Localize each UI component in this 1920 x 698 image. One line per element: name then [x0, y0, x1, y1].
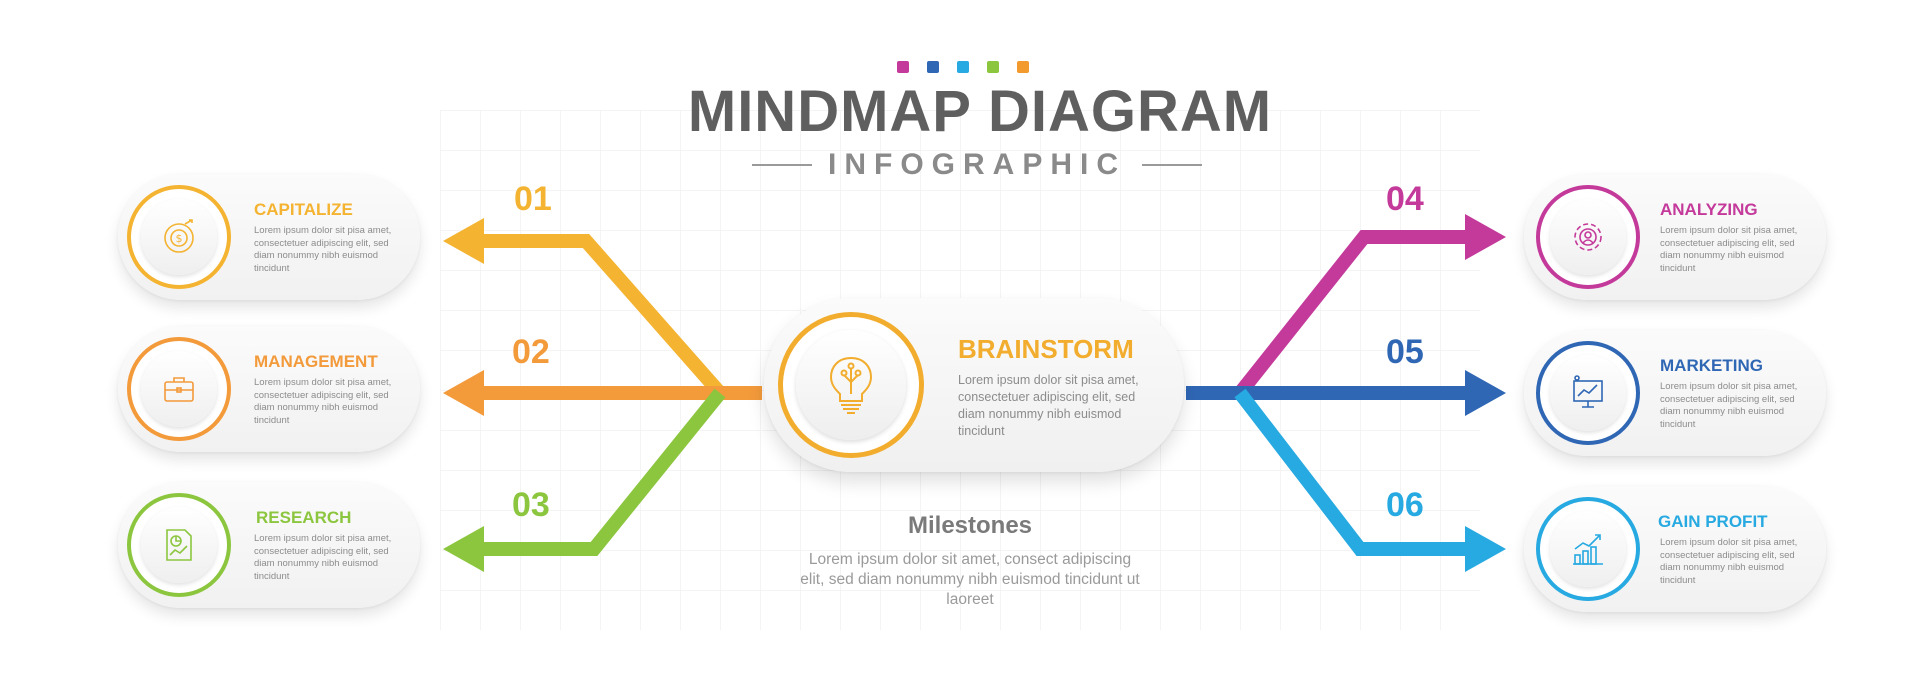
icon-ring: [1536, 185, 1640, 289]
topic-card-research: RESEARCH Lorem ipsum dolor sit pisa amet…: [118, 482, 420, 608]
card-title: GAIN PROFIT: [1658, 512, 1768, 531]
icon-badge: [1550, 199, 1626, 275]
icon-badge: [1550, 355, 1626, 431]
presentation-icon: [1573, 375, 1603, 408]
lightbulb-icon: [829, 356, 873, 414]
color-dots: [897, 61, 1029, 73]
color-dot: [1017, 61, 1029, 73]
topic-card-analyzing: ANALYZING Lorem ipsum dolor sit pisa ame…: [1524, 174, 1826, 300]
center-topic-card: BRAINSTORM Lorem ipsum dolor sit pisa am…: [764, 298, 1184, 472]
gear-person-icon: [1574, 223, 1602, 251]
arrow-01: [480, 234, 726, 398]
growth-chart-icon: [1573, 534, 1603, 565]
icon-badge: [141, 507, 217, 583]
card-description: Lorem ipsum dolor sit pisa amet, consect…: [254, 377, 392, 426]
center-icon-ring: [778, 312, 924, 458]
color-dot: [897, 61, 909, 73]
report-chart-icon: [166, 529, 192, 561]
money-chart-icon: $: [164, 219, 194, 253]
icon-ring: [1536, 497, 1640, 601]
branch-number: 04: [1386, 180, 1424, 218]
arrow-06: [1234, 388, 1468, 556]
page-subtitle: INFOGRAPHIC: [828, 148, 1126, 181]
card-description: Lorem ipsum dolor sit pisa amet, consect…: [254, 225, 392, 274]
color-dot: [927, 61, 939, 73]
branch-number: 06: [1386, 486, 1424, 524]
color-dot: [987, 61, 999, 73]
branch-number: 02: [512, 333, 550, 371]
card-title: ANALYZING: [1660, 200, 1758, 219]
card-description: Lorem ipsum dolor sit pisa amet, consect…: [1660, 537, 1798, 586]
icon-ring: [127, 337, 231, 441]
arrowhead-01: [443, 218, 484, 264]
page-title: MINDMAP DIAGRAM: [687, 79, 1273, 144]
arrowhead-02: [443, 370, 484, 416]
svg-text:$: $: [176, 232, 183, 245]
branch-number: 05: [1386, 333, 1424, 371]
card-title: MARKETING: [1660, 356, 1763, 375]
icon-badge: $: [141, 199, 217, 275]
branch-number: 03: [512, 486, 550, 524]
subtitle-row: INFOGRAPHIC: [752, 148, 1202, 181]
topic-card-management: MANAGEMENT Lorem ipsum dolor sit pisa am…: [118, 326, 420, 452]
card-title: CAPITALIZE: [254, 200, 353, 219]
milestones-title: Milestones: [907, 512, 1033, 539]
icon-ring: [1536, 341, 1640, 445]
card-description: Lorem ipsum dolor sit pisa amet, consect…: [1660, 225, 1798, 274]
arrow-04: [1234, 230, 1468, 398]
icon-ring: [127, 493, 231, 597]
icon-ring: $: [127, 185, 231, 289]
milestones-description: Lorem ipsum dolor sit amet, consect adip…: [800, 551, 1140, 608]
arrowhead-06: [1465, 526, 1506, 572]
arrowhead-03: [443, 526, 484, 572]
card-description: Lorem ipsum dolor sit pisa amet, consect…: [1660, 381, 1798, 430]
arrowhead-04: [1465, 214, 1506, 260]
card-title: RESEARCH: [256, 508, 352, 527]
card-title: MANAGEMENT: [254, 352, 378, 371]
card-description: Lorem ipsum dolor sit pisa amet, consect…: [254, 533, 392, 582]
topic-card-marketing: MARKETING Lorem ipsum dolor sit pisa ame…: [1524, 330, 1826, 456]
icon-badge: [141, 351, 217, 427]
center-icon-badge: [796, 330, 906, 440]
branch-number: 01: [514, 180, 552, 218]
divider: [752, 164, 812, 166]
topic-card-gain-profit: GAIN PROFIT Lorem ipsum dolor sit pisa a…: [1524, 486, 1826, 612]
divider: [1142, 164, 1202, 166]
icon-badge: [1550, 511, 1626, 587]
briefcase-icon: [164, 377, 194, 402]
arrow-03: [480, 388, 726, 556]
topic-card-capitalize: $ CAPITALIZE Lorem ipsum dolor sit pisa …: [118, 174, 420, 300]
center-description: Lorem ipsum dolor sit pisa amet, consect…: [958, 373, 1139, 438]
color-dot: [957, 61, 969, 73]
arrowhead-05: [1465, 370, 1506, 416]
center-title: BRAINSTORM: [958, 334, 1134, 364]
